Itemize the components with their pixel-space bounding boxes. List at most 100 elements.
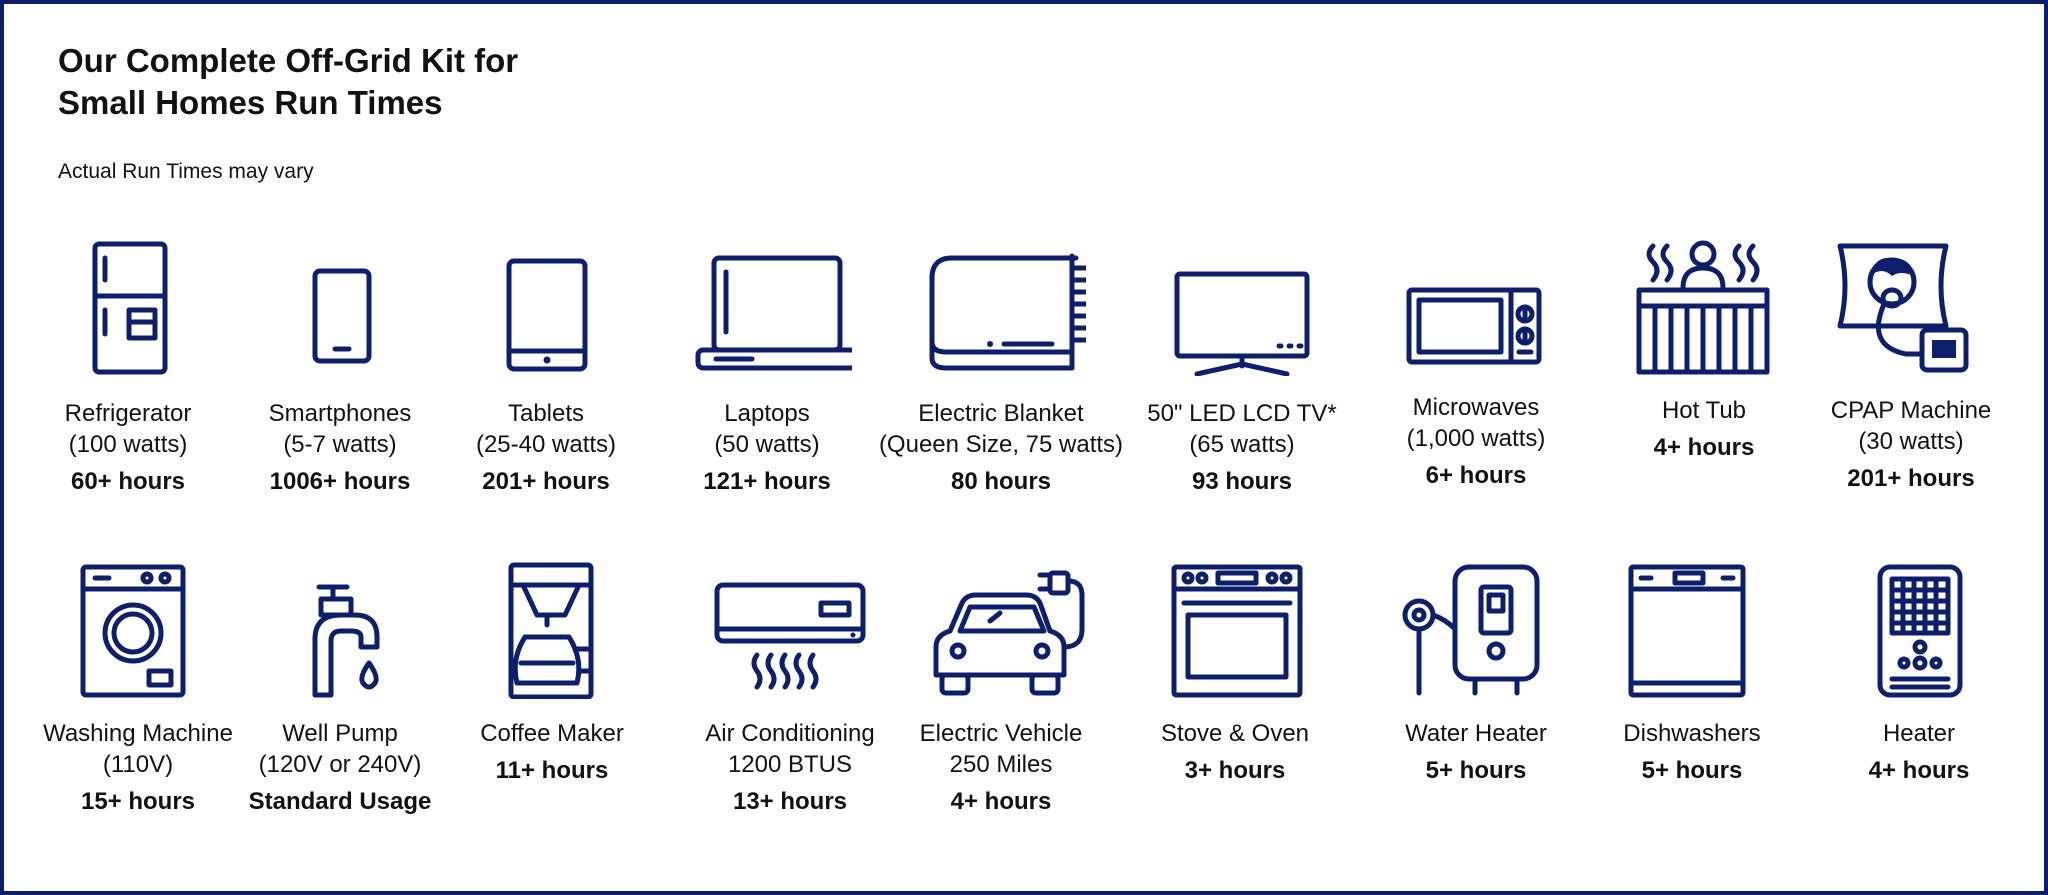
appliance-refrigerator: Refrigerator (100 watts) 60+ hours	[3, 398, 253, 498]
appliance-heater: Heater 4+ hours	[1794, 718, 2044, 787]
appliance-name: Dishwashers	[1623, 720, 1761, 747]
water-heater-icon-graphic	[1402, 564, 1540, 696]
appliance-name: Electric Vehicle	[919, 720, 1083, 747]
appliance-tv: 50" LED LCD TV* (65 watts) 93 hours	[1117, 398, 1367, 498]
run-time-value: Standard Usage	[248, 788, 432, 815]
appliance-spec: 250 Miles	[949, 751, 1053, 778]
coffee-maker-icon-graphic	[508, 562, 594, 699]
appliance-name: Refrigerator	[64, 400, 192, 427]
appliance-name: Well Pump	[282, 720, 398, 747]
appliance-name: CPAP Machine	[1830, 397, 1992, 424]
stove-oven-icon-graphic	[1171, 564, 1303, 698]
page-title: Our Complete Off-Grid Kit for Small Home…	[58, 40, 518, 124]
appliance-name: Microwaves	[1412, 394, 1540, 421]
appliance-dishwasher: Dishwashers 5+ hours	[1567, 718, 1817, 787]
appliance-spec: 1200 BTUS	[727, 751, 853, 778]
appliance-spec: (1,000 watts)	[1406, 425, 1546, 452]
coffee-maker-icon	[467, 559, 637, 699]
hot-tub-icon-graphic	[1636, 240, 1770, 375]
run-time-value: 1006+ hours	[269, 468, 411, 495]
appliance-microwave: Microwaves (1,000 watts) 6+ hours	[1351, 392, 1601, 492]
page-subtitle: Actual Run Times may vary	[58, 160, 314, 183]
run-time-value: 201+ hours	[482, 468, 610, 495]
appliance-name: Hot Tub	[1661, 397, 1747, 424]
appliance-hot-tub: Hot Tub 4+ hours	[1579, 395, 1829, 464]
appliance-name: Water Heater	[1405, 720, 1547, 747]
smartphone-icon-graphic	[312, 268, 372, 364]
appliance-name: Heater	[1882, 720, 1956, 747]
tv-icon-graphic	[1174, 271, 1310, 376]
electric-blanket-icon	[916, 236, 1086, 376]
appliance-spec: (100 watts)	[68, 431, 188, 458]
appliance-spec: (50 watts)	[714, 431, 820, 458]
run-time-value: 60+ hours	[70, 468, 186, 495]
dishwasher-icon-graphic	[1628, 564, 1746, 698]
title-line-1: Our Complete Off-Grid Kit for	[58, 42, 519, 79]
heater-icon-graphic	[1877, 564, 1963, 698]
tablet-icon	[461, 236, 631, 376]
title-line-2: Small Homes Run Times	[58, 84, 443, 121]
appliance-water-heater: Water Heater 5+ hours	[1351, 718, 1601, 787]
run-time-value: 15+ hours	[80, 788, 196, 815]
electric-vehicle-icon-graphic	[933, 570, 1085, 696]
run-time-value: 4+ hours	[1868, 757, 1970, 784]
well-pump-icon	[255, 559, 425, 699]
cpap-machine-icon	[1826, 236, 1996, 376]
run-time-value: 4+ hours	[1653, 434, 1755, 461]
hot-tub-icon	[1619, 236, 1789, 376]
dishwasher-icon	[1607, 559, 1777, 699]
well-pump-icon-graphic	[312, 584, 380, 698]
appliance-air-conditioner: Air Conditioning 1200 BTUS 13+ hours	[665, 718, 915, 818]
run-time-value: 6+ hours	[1425, 462, 1527, 489]
refrigerator-icon-graphic	[92, 241, 168, 375]
run-time-value: 3+ hours	[1184, 757, 1286, 784]
laptop-icon	[682, 236, 852, 376]
appliance-electric-blanket: Electric Blanket (Queen Size, 75 watts) 80…	[876, 398, 1126, 498]
washing-machine-icon	[53, 559, 223, 699]
run-time-value: 4+ hours	[950, 788, 1052, 815]
stove-oven-icon	[1150, 559, 1320, 699]
appliance-tablet: Tablets(25-40 watts)201+ hours	[421, 398, 671, 498]
run-time-value: 13+ hours	[732, 788, 848, 815]
appliance-laptop: Laptops (50 watts) 121+ hours	[642, 398, 892, 498]
cpap-machine-icon-graphic	[1837, 243, 1969, 373]
appliance-washing-machine: Washing Machine(110V)15+ hours	[13, 718, 263, 818]
appliance-spec: (65 watts)	[1189, 431, 1295, 458]
appliance-spec: (120V or 240V)	[258, 751, 422, 778]
microwave-icon	[1391, 236, 1561, 376]
water-heater-icon	[1391, 559, 1561, 699]
run-time-value: 93 hours	[1191, 468, 1293, 495]
electric-blanket-icon-graphic	[929, 253, 1086, 371]
laptop-icon-graphic	[695, 255, 852, 371]
refrigerator-icon	[43, 236, 213, 376]
air-conditioner-icon	[705, 559, 875, 699]
appliance-name: Washing Machine	[43, 720, 233, 747]
appliance-spec: (30 watts)	[1858, 428, 1964, 455]
run-time-value: 5+ hours	[1425, 757, 1527, 784]
appliance-name: Stove & Oven	[1160, 720, 1310, 747]
microwave-icon-graphic	[1406, 287, 1542, 365]
appliance-spec: (Queen Size, 75 watts)	[878, 431, 1124, 458]
appliance-name: Coffee Maker	[480, 720, 624, 747]
air-conditioner-icon-graphic	[714, 582, 866, 690]
appliance-name: Laptops	[724, 400, 810, 427]
appliance-cpap-machine: CPAP Machine(30 watts)201+ hours	[1786, 395, 2036, 495]
electric-vehicle-icon	[916, 559, 1086, 699]
tv-icon	[1157, 236, 1327, 376]
appliance-smartphone: Smartphones (5-7 watts) 1006+ hours	[215, 398, 465, 498]
run-time-value: 5+ hours	[1641, 757, 1743, 784]
smartphone-icon	[255, 236, 425, 376]
heater-icon	[1834, 559, 2004, 699]
run-time-value: 80 hours	[950, 468, 1052, 495]
appliance-name: Electric Blanket	[918, 400, 1084, 427]
appliance-name: 50" LED LCD TV*	[1147, 400, 1337, 427]
tablet-icon-graphic	[506, 258, 588, 372]
appliance-spec: (25-40 watts)	[475, 431, 617, 458]
washing-machine-icon-graphic	[80, 564, 186, 698]
appliance-name: Air Conditioning	[705, 720, 875, 747]
appliance-name: Smartphones	[268, 400, 412, 427]
run-time-value: 121+ hours	[703, 468, 831, 495]
appliance-spec: (5-7 watts)	[283, 431, 397, 458]
